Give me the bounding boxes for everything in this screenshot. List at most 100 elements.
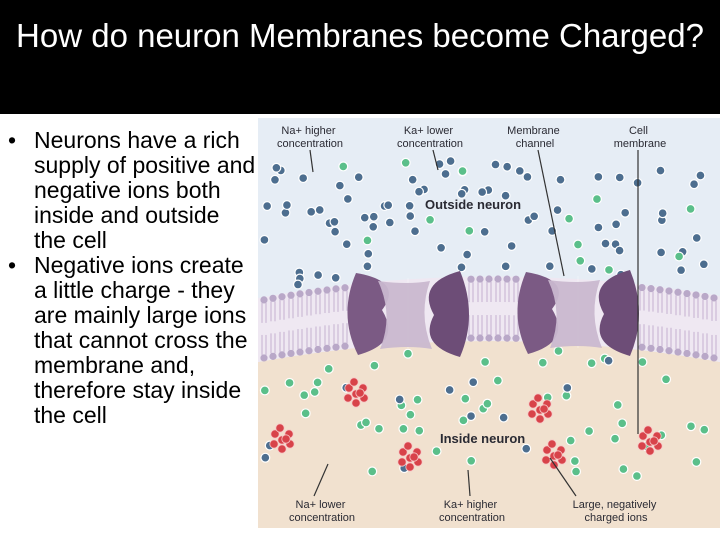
large-ion [547, 439, 557, 449]
ion-outside [689, 179, 700, 190]
ion-inside [414, 425, 425, 436]
lipid-head [647, 344, 655, 352]
lipid-head [296, 348, 304, 356]
pointer-line [467, 469, 471, 497]
ion-outside [685, 203, 696, 214]
large-ion [398, 447, 408, 457]
ion-inside [466, 411, 477, 422]
pointer-line [432, 149, 439, 171]
ion-inside [691, 456, 702, 467]
ion-inside [661, 374, 672, 385]
label-k-outside: Ka+ lower concentration [397, 125, 463, 150]
large-ion [541, 455, 551, 465]
title-bar: How do neuron Membranes become Charged? [0, 0, 720, 114]
label-line: membrane [614, 138, 667, 150]
lipid-head [638, 283, 646, 292]
pointer-line [309, 149, 314, 173]
ion-inside [444, 384, 455, 395]
lipid-head [278, 351, 286, 359]
large-ion-cluster [541, 439, 567, 470]
ion-outside [313, 270, 324, 281]
lipid-head [494, 275, 502, 283]
lipid-head [476, 334, 484, 342]
ion-inside [309, 387, 320, 398]
large-ion [349, 377, 359, 387]
ion-outside [271, 162, 282, 173]
ion-outside [477, 187, 488, 198]
lipid-head [260, 296, 268, 304]
ion-outside [353, 172, 364, 183]
ion-inside [586, 358, 597, 369]
ion-outside [614, 172, 625, 183]
ion-outside [490, 159, 501, 170]
ion-outside [306, 206, 317, 217]
lipid-head [503, 334, 511, 342]
ion-outside [611, 219, 622, 230]
ion-outside [457, 166, 468, 177]
large-ion [637, 441, 647, 451]
ion-outside [298, 173, 309, 184]
ion-outside [502, 161, 513, 172]
ion-outside [514, 165, 525, 176]
large-ion [403, 441, 413, 451]
large-ion [542, 445, 552, 455]
lipid-head [692, 291, 700, 299]
ion-outside [456, 262, 467, 273]
label-large-ions: Large, negatively charged ions [573, 499, 660, 524]
ion-inside [492, 375, 503, 386]
ion-inside [612, 399, 623, 410]
ion-inside [562, 382, 573, 393]
ion-outside [292, 279, 303, 290]
ion-outside [362, 261, 373, 272]
lipid-head [287, 349, 295, 358]
neuron-membrane-diagram: Na+ higher concentration Ka+ lower conce… [258, 118, 720, 528]
lipid-head [647, 285, 655, 293]
ion-outside [410, 226, 421, 237]
ion-outside [400, 157, 411, 168]
pointer-lines [309, 149, 639, 497]
ion-inside [361, 417, 372, 428]
lipid-head [656, 345, 664, 354]
ion-inside [460, 393, 471, 404]
large-ion [643, 425, 653, 435]
lipid-head [665, 287, 673, 295]
lipid-head [305, 347, 313, 355]
ion-inside [610, 433, 621, 444]
label-line: Ka+ lower [404, 125, 454, 137]
ion-outside [603, 264, 614, 275]
lipid-head [278, 293, 286, 301]
large-ion [351, 398, 361, 408]
ion-inside [468, 377, 479, 388]
lipid-head [503, 275, 511, 283]
large-ion [270, 429, 280, 439]
bullet-list: Neurons have a rich supply of positive a… [6, 128, 256, 428]
ion-outside [330, 226, 341, 237]
lipid-head [305, 288, 313, 297]
lipid-head [314, 287, 322, 295]
ion-outside [479, 226, 490, 237]
ion-outside [359, 212, 370, 223]
ion-inside [584, 426, 595, 437]
large-ion [638, 431, 648, 441]
ion-inside [284, 377, 295, 388]
label-line: concentration [397, 138, 463, 150]
label-line: concentration [439, 512, 505, 524]
lipid-head [467, 334, 475, 342]
large-ion [281, 434, 291, 444]
ion-outside [363, 248, 374, 259]
ion-outside [414, 186, 425, 197]
label-line: channel [516, 138, 555, 150]
ion-outside [462, 249, 473, 260]
label-line: charged ions [585, 512, 648, 524]
lipid-head [638, 343, 646, 351]
ion-outside [586, 263, 597, 274]
lipid-head [269, 294, 277, 302]
ion-inside [637, 357, 648, 368]
large-ion [344, 383, 354, 393]
lipid-head [710, 294, 718, 302]
label-line: Cell [629, 125, 648, 137]
lipid-head [314, 345, 322, 354]
ion-outside [383, 200, 394, 211]
ion-outside [436, 242, 447, 253]
ion-outside [500, 190, 511, 201]
